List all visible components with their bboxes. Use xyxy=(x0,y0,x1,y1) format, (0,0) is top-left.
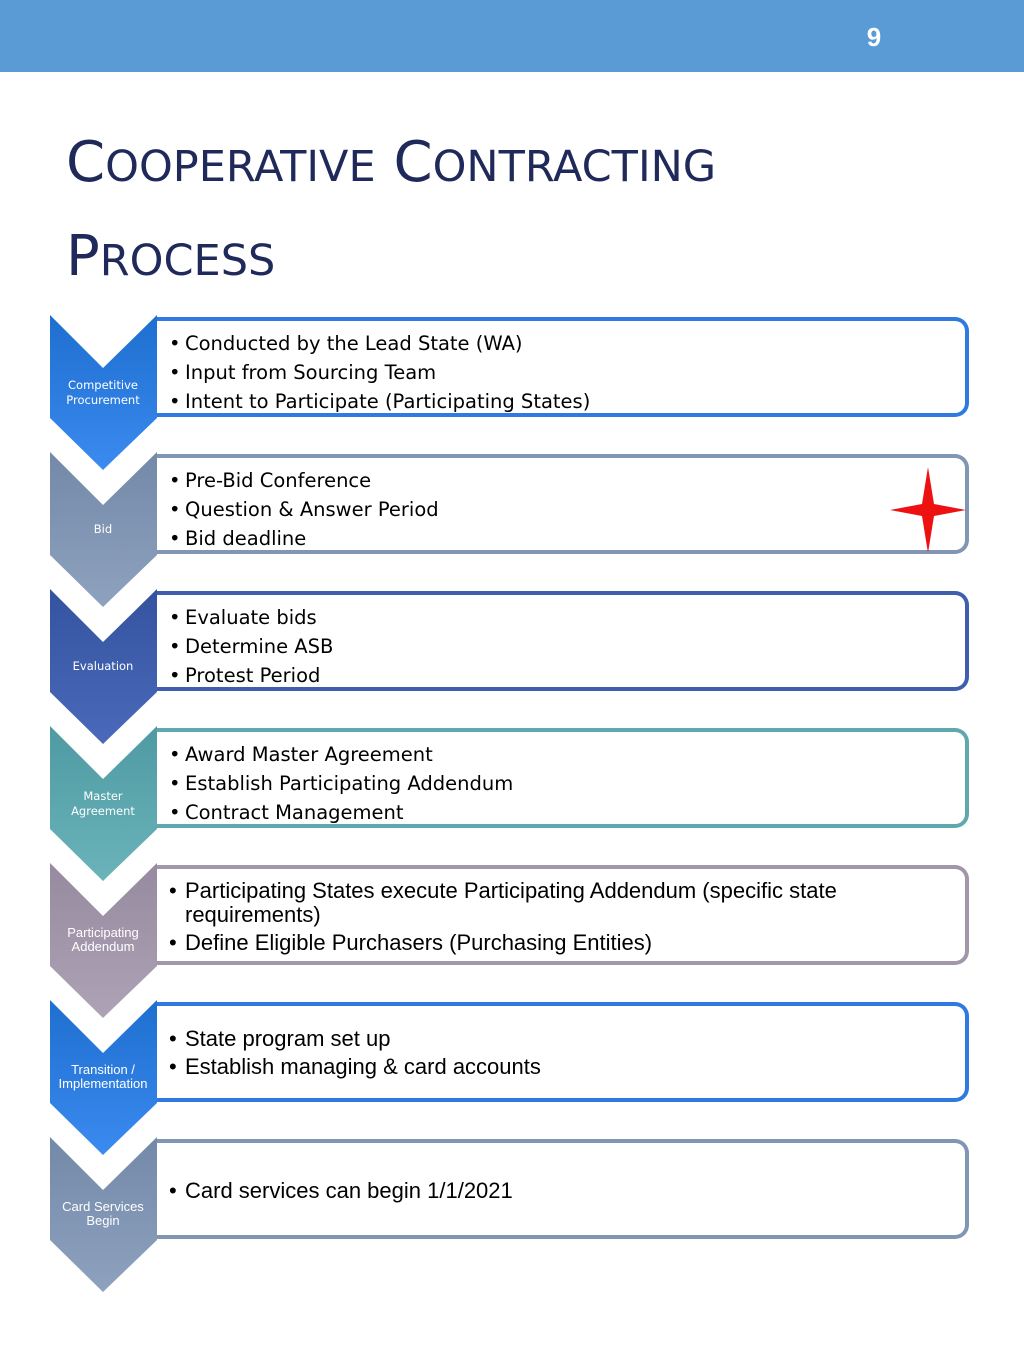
step-box-master-agreement: Award Master Agreement Establish Partici… xyxy=(157,728,969,828)
step-label-competitive-procurement: Competitive Procurement xyxy=(50,378,156,408)
step-label-line: Implementation xyxy=(58,1076,148,1091)
list-item: Intent to Participate (Participating Sta… xyxy=(157,387,965,416)
step-box-bid: Pre-Bid Conference Question & Answer Per… xyxy=(157,454,969,554)
step-label-line: Participating xyxy=(67,925,139,940)
list-item: Card services can begin 1/1/2021 xyxy=(157,1179,965,1204)
step-label-participating-addendum: Participating Addendum xyxy=(50,926,156,954)
step-box-evaluation: Evaluate bids Determine ASB Protest Peri… xyxy=(157,591,969,691)
step-box-card-services-begin: Card services can begin 1/1/2021 xyxy=(157,1139,969,1239)
step-label-line: Procurement xyxy=(66,393,140,407)
step-label-transition-implementation: Transition / Implementation xyxy=(50,1063,156,1091)
chevron-card-services-begin xyxy=(50,1137,157,1292)
header-bar xyxy=(0,0,1024,72)
step-label-line: Master xyxy=(83,789,123,803)
list-item: Pre-Bid Conference xyxy=(157,466,965,495)
list-item: Establish Participating Addendum xyxy=(157,769,965,798)
bullet-list: Pre-Bid Conference Question & Answer Per… xyxy=(157,466,965,553)
list-item: Evaluate bids xyxy=(157,603,965,632)
chevron-transition-implementation xyxy=(50,1000,157,1155)
title-smallcaps: OOPERATIVE xyxy=(105,142,376,192)
step-label-bid: Bid xyxy=(50,522,156,537)
title-line-2: PROCESS xyxy=(66,212,966,306)
chevron-participating-addendum xyxy=(50,863,157,1018)
title-cap: P xyxy=(66,224,100,289)
step-label-line: Transition / xyxy=(71,1062,135,1077)
chevron-evaluation xyxy=(50,589,157,744)
title-smallcaps: ONTRACTING xyxy=(432,142,717,192)
star-icon xyxy=(890,467,966,553)
chevron-competitive-procurement xyxy=(50,315,157,470)
list-item: State program set up xyxy=(157,1027,965,1052)
step-label-line: Begin xyxy=(86,1213,120,1228)
list-item: Contract Management xyxy=(157,798,965,827)
title-cap: C xyxy=(393,130,433,195)
page-title: COOPERATIVE CONTRACTING PROCESS xyxy=(66,118,966,306)
list-item: Define Eligible Purchasers (Purchasing E… xyxy=(157,931,965,956)
bullet-list: Card services can begin 1/1/2021 xyxy=(157,1179,965,1204)
list-item: Determine ASB xyxy=(157,632,965,661)
bullet-list: Participating States execute Participati… xyxy=(157,879,965,956)
list-item: Bid deadline xyxy=(157,524,965,553)
bullet-list: Conducted by the Lead State (WA) Input f… xyxy=(157,329,965,416)
chevron-master-agreement xyxy=(50,726,157,881)
step-label-card-services-begin: Card Services Begin xyxy=(50,1200,156,1228)
bullet-list: State program set up Establish managing … xyxy=(157,1027,965,1080)
step-box-competitive-procurement: Conducted by the Lead State (WA) Input f… xyxy=(157,317,969,417)
title-cap: C xyxy=(66,130,106,195)
list-item: Question & Answer Period xyxy=(157,495,965,524)
list-item: Participating States execute Participati… xyxy=(157,879,965,927)
title-line-1: COOPERATIVE CONTRACTING xyxy=(66,118,966,212)
page-number: 9 xyxy=(866,22,882,52)
step-label-evaluation: Evaluation xyxy=(50,659,156,674)
step-label-master-agreement: Master Agreement xyxy=(50,789,156,819)
list-item: Protest Period xyxy=(157,661,965,690)
step-label-line: Bid xyxy=(93,522,113,536)
list-item: Input from Sourcing Team xyxy=(157,358,965,387)
step-box-transition-implementation: State program set up Establish managing … xyxy=(157,1002,969,1102)
step-label-line: Agreement xyxy=(71,804,135,818)
chevron-bid xyxy=(50,452,157,607)
title-smallcaps: ROCESS xyxy=(99,236,276,286)
step-label-line: Addendum xyxy=(71,939,135,954)
step-label-line: Card Services xyxy=(62,1199,144,1214)
bullet-list: Evaluate bids Determine ASB Protest Peri… xyxy=(157,603,965,690)
list-item: Establish managing & card accounts xyxy=(157,1055,965,1080)
list-item: Conducted by the Lead State (WA) xyxy=(157,329,965,358)
list-item: Award Master Agreement xyxy=(157,740,965,769)
step-label-line: Evaluation xyxy=(72,659,134,673)
step-box-participating-addendum: Participating States execute Participati… xyxy=(157,865,969,965)
step-label-line: Competitive xyxy=(68,378,138,392)
bullet-list: Award Master Agreement Establish Partici… xyxy=(157,740,965,827)
